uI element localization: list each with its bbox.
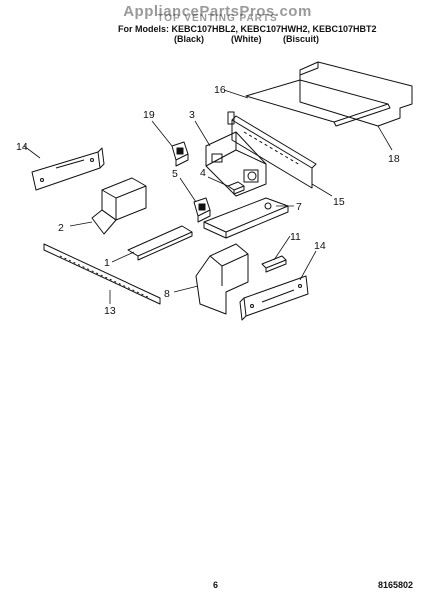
part-4-bracket [227,181,245,195]
callout-11: 11 [290,231,301,243]
section-title: TOP VENTING PARTS [157,13,278,24]
callout-13: 13 [104,305,116,317]
callout-18: 18 [388,153,400,165]
part-14-left-bracket [31,147,105,191]
document-number: 8165802 [378,580,414,590]
callout-2: 2 [58,222,64,234]
part-2-duct [91,177,147,235]
variant-white: (White) [231,34,262,44]
part-15-rail [227,111,317,189]
callout-19: 19 [143,109,155,121]
callout-16: 16 [214,84,226,96]
callout-14-left: 14 [16,141,28,153]
part-5-switch [193,197,211,223]
callout-8: 8 [164,288,170,300]
part-16-vent-panel [245,79,391,127]
callout-4: 4 [200,167,206,179]
part-8-upright-bracket [195,243,249,315]
variant-black: (Black) [174,34,205,44]
part-18-vent-cover [299,61,413,127]
leader-lines [23,89,393,304]
part-11-connector [261,255,287,273]
part-1-flat-bracket [127,225,193,261]
callout-1: 1 [104,257,110,269]
part-3-blower [205,131,267,197]
part-13-strip [43,243,161,305]
callout-7: 7 [296,201,302,213]
callout-5: 5 [172,168,178,180]
variant-biscuit: (Biscuit) [283,34,319,44]
part-19-switch [171,141,189,167]
callout-15: 15 [333,196,345,208]
callout-14-right: 14 [314,240,326,252]
page-number: 6 [213,580,219,590]
part-14-right-bracket [239,275,309,321]
part-7-tray [203,197,289,239]
models-line: For Models: KEBC107HBL2, KEBC107HWH2, KE… [118,24,377,34]
callout-3: 3 [189,109,195,121]
watermark: AppliancePartsPros.com [123,3,312,20]
